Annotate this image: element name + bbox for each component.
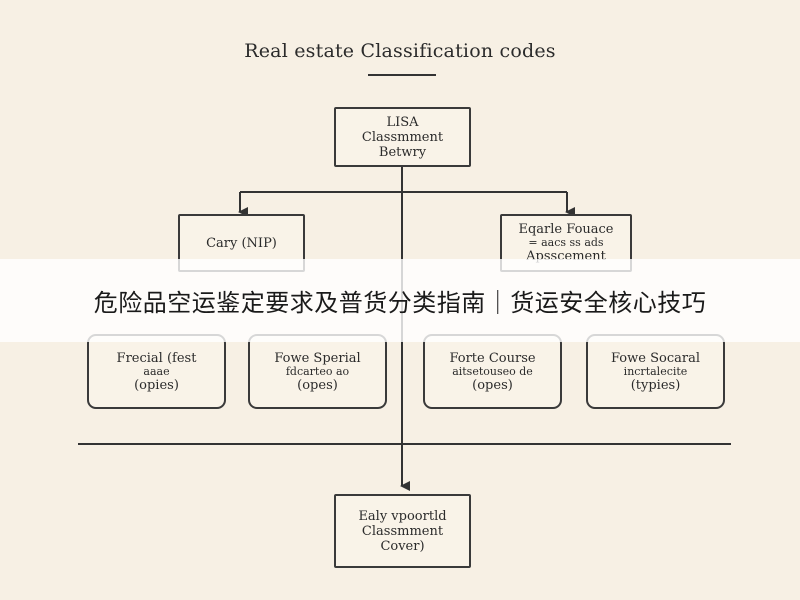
leaf-box-1-line-3: (opies) [134, 377, 179, 393]
leaf-box-2-line-1: Fowe Sperial [274, 350, 361, 366]
mid-left-box-label: Cary (NIP) [206, 235, 277, 251]
bottom-box-line-2: Classmment [361, 523, 444, 539]
overlay-banner: 危险品空运鉴定要求及普货分类指南｜货运安全核心技巧 [0, 259, 800, 342]
leaf-box-1: Frecial (fest aaae (opies) [87, 334, 226, 409]
leaf-box-3-line-1: Forte Course [449, 350, 536, 366]
top-box-line-1: LISA [386, 114, 419, 130]
leaf-box-4-line-1: Fowe Socaral [611, 350, 700, 366]
top-box-line-2: Classmment [361, 129, 444, 145]
leaf-box-4-line-2: incrtalecite [623, 364, 688, 378]
top-box-line-3: Betwry [378, 144, 427, 160]
bottom-classification-box: Ealy vpoortld Classmment Cover) [334, 494, 471, 568]
diagram-title: Real estate Classification codes [244, 40, 556, 62]
bottom-box-line-3: Cover) [380, 538, 425, 554]
mid-right-box-line-1: Eqarle Fouace [518, 222, 614, 237]
top-classification-box: LISA Classmment Betwry [334, 107, 471, 167]
leaf-box-3: Forte Course aitsetouseo de (opes) [423, 334, 562, 409]
leaf-box-2-line-3: (opes) [297, 377, 338, 393]
leaf-box-3-line-2: aitsetouseo de [452, 364, 533, 378]
leaf-box-2-line-2: fdcarteo ao [285, 364, 350, 378]
leaf-box-1-line-2: aaae [143, 364, 170, 378]
mid-right-box-line-2: = aacs ss ads [528, 236, 604, 249]
leaf-box-4: Fowe Socaral incrtalecite (typies) [586, 334, 725, 409]
leaf-box-3-line-3: (opes) [472, 377, 513, 393]
title-underline [368, 74, 436, 76]
leaf-box-1-line-1: Frecial (fest [116, 350, 197, 366]
bottom-box-line-1: Ealy vpoortld [358, 508, 447, 524]
leaf-box-2: Fowe Sperial fdcarteo ao (opes) [248, 334, 387, 409]
leaf-box-4-line-3: (typies) [630, 377, 681, 393]
